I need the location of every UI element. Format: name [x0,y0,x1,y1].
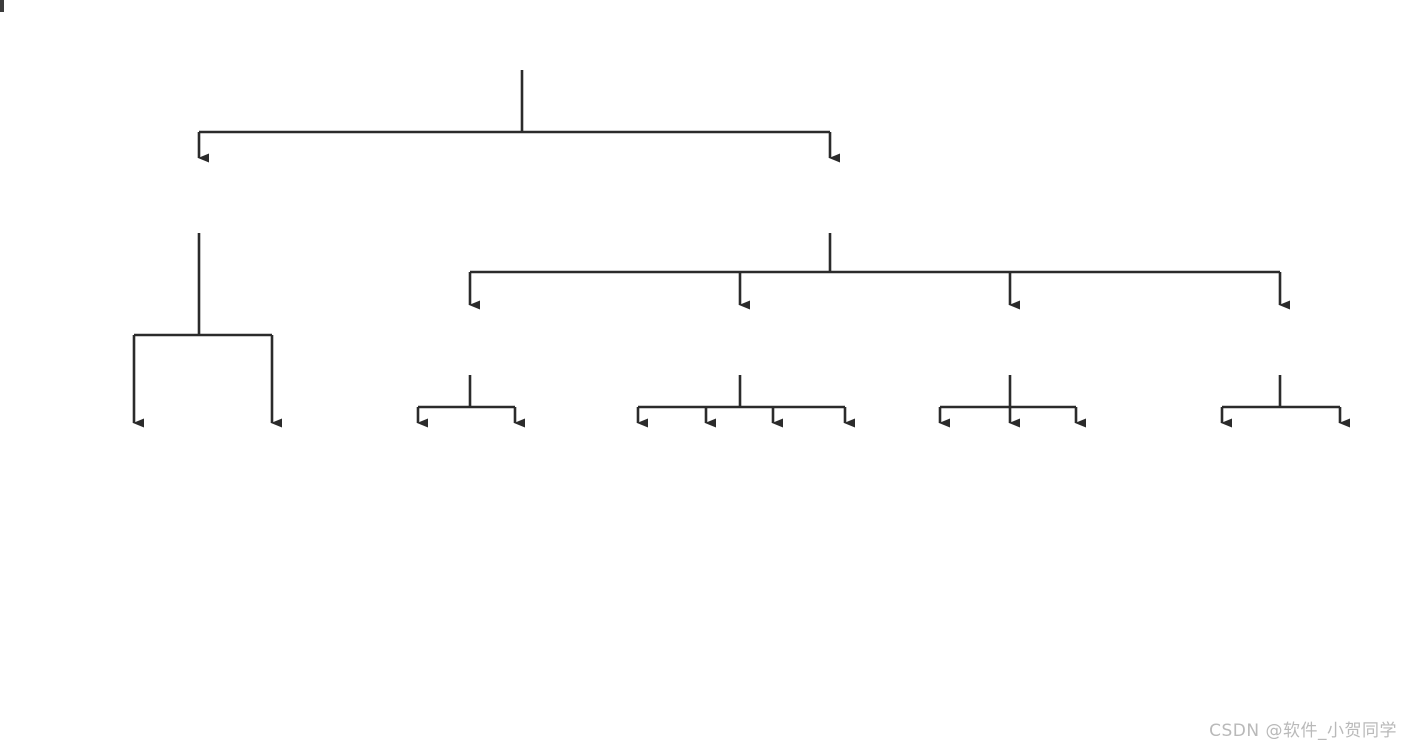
node-leaf-query-borrow-record[interactable] [0,0,4,12]
watermark: CSDN @软件_小贺同学 [1209,721,1397,741]
